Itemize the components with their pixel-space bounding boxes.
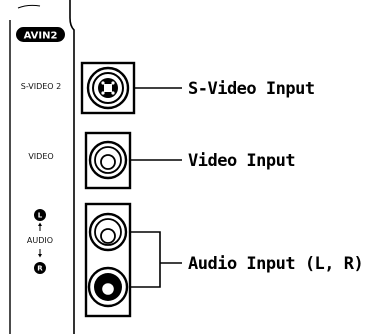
avin2-badge-text: AVIN2 xyxy=(24,31,58,42)
left-channel-dot xyxy=(34,209,46,221)
audio-left-rca-jack-icon xyxy=(88,212,128,252)
video-callout-label: Video Input xyxy=(188,151,295,171)
right-channel-text: R xyxy=(37,265,43,273)
audio-jacks-block xyxy=(84,202,132,318)
left-channel-text: L xyxy=(38,212,43,220)
audio-panel-label: AUDIO xyxy=(27,236,53,245)
right-channel-dot xyxy=(34,262,46,274)
avin2-badge-bg xyxy=(16,27,65,42)
left-channel-marker: L xyxy=(34,209,46,221)
video-panel-label: VIDEO xyxy=(28,152,53,161)
audio-up-arrow-icon xyxy=(38,222,42,231)
audio-callout-label: Audio Input (L, R) xyxy=(188,254,363,274)
audio-right-rca-jack-icon xyxy=(87,266,129,308)
audio-leader-bracket xyxy=(130,231,182,288)
avin2-badge: AVIN2 xyxy=(16,27,65,42)
audio-down-arrow-icon xyxy=(38,249,42,258)
panel-inner-edge xyxy=(69,0,75,334)
svideo2-panel-label: S-VIDEO 2 xyxy=(21,82,61,91)
svideo-callout-label: S-Video Input xyxy=(188,79,315,99)
video-rca-jack-icon xyxy=(84,131,132,190)
svideo-jack-icon xyxy=(80,61,136,115)
device-side-panel xyxy=(9,0,75,334)
right-channel-marker: R xyxy=(34,262,46,274)
panel-top-curve xyxy=(17,4,41,9)
